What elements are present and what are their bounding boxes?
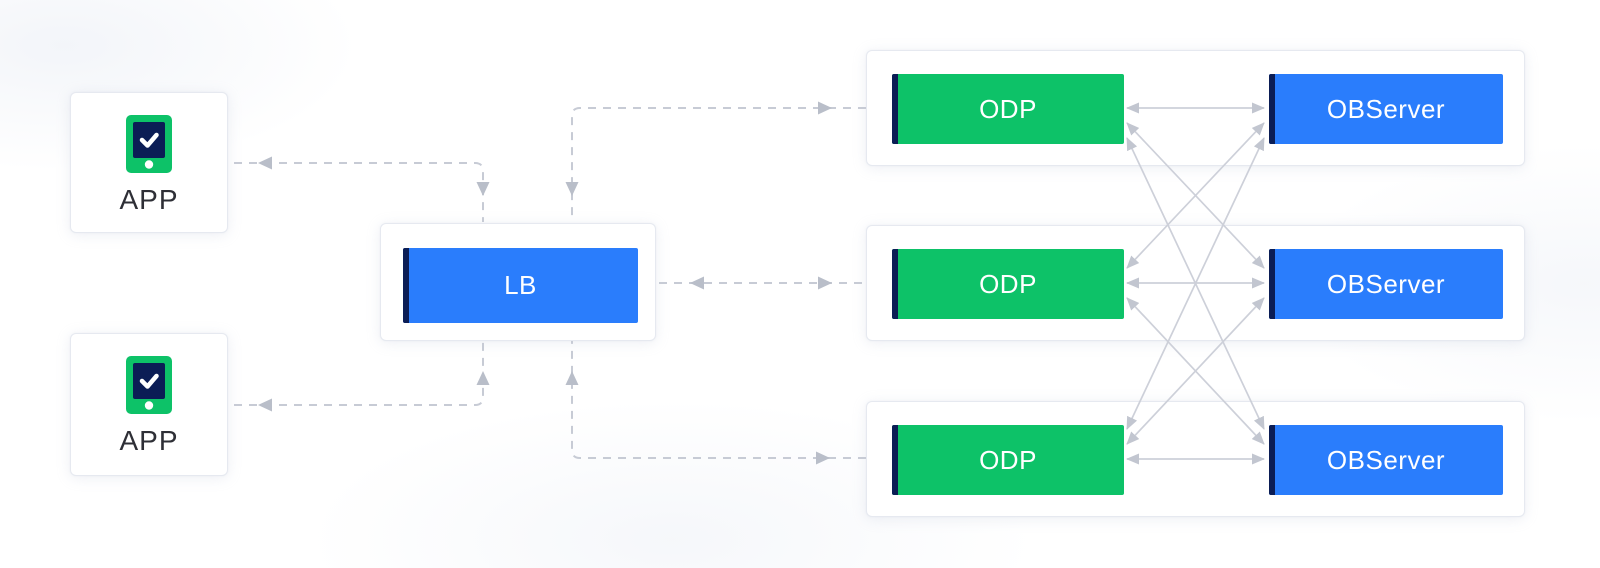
server-group-3: ODP OBServer — [866, 401, 1525, 517]
accent-bar — [892, 74, 898, 144]
lb-node: LB — [380, 223, 656, 341]
app-node-2: APP — [70, 333, 228, 476]
accent-bar — [1269, 74, 1275, 144]
observer-label: OBServer — [1326, 93, 1446, 124]
accent-bar — [1269, 249, 1275, 319]
odp-label: ODP — [979, 93, 1037, 124]
arrowhead-left — [258, 156, 272, 170]
observer-label: OBServer — [1326, 444, 1446, 475]
server-group-1: ODP OBServer — [866, 50, 1525, 166]
connector-lb-odp1 — [565, 101, 866, 222]
accent-bar — [1269, 425, 1275, 495]
observer-box-1: OBServer — [1269, 74, 1503, 144]
odp-box-2: ODP — [892, 249, 1124, 319]
lb-box: LB — [403, 248, 638, 323]
observer-label: OBServer — [1326, 268, 1446, 299]
accent-bar — [892, 249, 898, 319]
arrowhead-down — [476, 182, 490, 196]
server-group-2: ODP OBServer — [866, 225, 1525, 341]
app-node-1: APP — [70, 92, 228, 233]
arrowhead-left — [690, 276, 704, 290]
arrowhead-right — [816, 451, 830, 465]
odp-box-3: ODP — [892, 425, 1124, 495]
observer-box-2: OBServer — [1269, 249, 1503, 319]
arrowhead-right — [818, 101, 832, 115]
odp-box-1: ODP — [892, 74, 1124, 144]
connector-lb-odp3 — [565, 341, 866, 465]
arrowhead-right — [818, 276, 832, 290]
odp-label: ODP — [979, 268, 1037, 299]
accent-bar — [403, 248, 409, 323]
connector-app2-lb — [234, 341, 490, 412]
accent-bar — [892, 425, 898, 495]
arrowhead-left — [258, 398, 272, 412]
observer-box-3: OBServer — [1269, 425, 1503, 495]
connector-lb-odp2 — [659, 276, 866, 290]
lb-label: LB — [504, 270, 537, 300]
app-label: APP — [119, 184, 179, 215]
tablet-check-icon — [126, 356, 172, 414]
connector-app1-lb — [234, 156, 490, 222]
odp-label: ODP — [979, 444, 1037, 475]
tablet-check-icon — [126, 115, 172, 173]
arrowhead-down — [565, 182, 579, 196]
arrowhead-up — [565, 371, 579, 385]
arrowhead-up — [476, 371, 490, 385]
app-label: APP — [119, 425, 179, 456]
